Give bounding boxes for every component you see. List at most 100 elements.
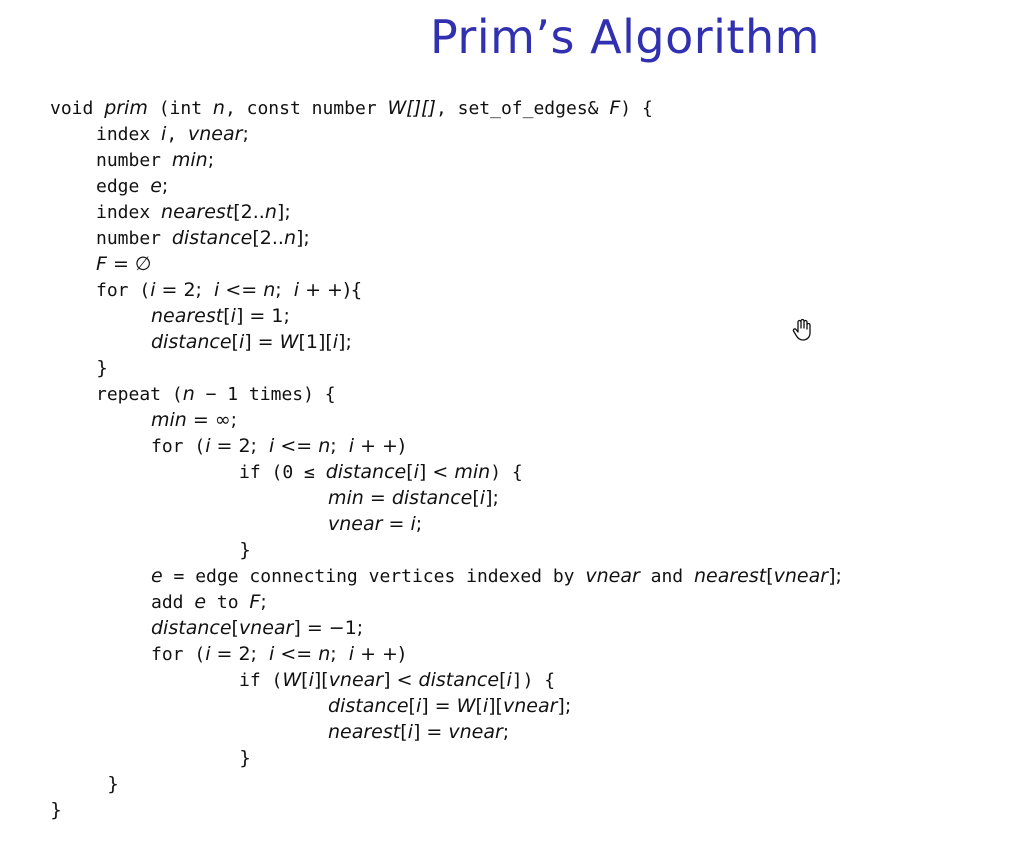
code-line-8: for (i = 2; i <= n; i + +){ (96, 277, 362, 303)
code-token: ; (330, 435, 349, 457)
code-token: vnear (188, 123, 243, 145)
code-token: ; (260, 591, 267, 613)
code-token: } (239, 539, 252, 561)
code-line-2: index i, vnear; (96, 121, 249, 147)
code-token: − 1 times) { (194, 384, 336, 405)
code-token: ]; (276, 201, 291, 223)
code-token: distance (391, 487, 473, 509)
code-token: F (609, 97, 621, 119)
code-token: distance (418, 669, 500, 691)
code-token: number (96, 150, 172, 171)
code-token: F (96, 253, 107, 275)
code-token: [ (301, 669, 309, 691)
code-token: i (214, 279, 220, 301)
code-token: min (328, 487, 364, 509)
code-token: + +) (354, 435, 406, 457)
code-token: i (205, 643, 211, 665)
code-token: i (407, 721, 413, 743)
code-token: vnear (448, 721, 503, 743)
code-token: ; (415, 513, 423, 535)
code-token: [2.. (233, 201, 265, 223)
code-token: nearest (151, 305, 224, 327)
code-token: to (206, 592, 250, 613)
code-token: F (249, 591, 261, 613)
code-token: i (205, 435, 211, 457)
code-token: vnear (328, 513, 383, 535)
code-token: ] < (383, 669, 419, 691)
code-token: for ( (96, 280, 151, 301)
code-token: [ (400, 721, 408, 743)
code-token: ][ (488, 695, 503, 717)
code-token: ]; (296, 227, 310, 249)
code-token: n (318, 435, 331, 457)
code-token: i (161, 123, 167, 145)
code-token: ]; (338, 331, 352, 353)
code-token: , const number (224, 98, 388, 119)
code-token: i (482, 695, 489, 717)
code-token: ] = (421, 695, 457, 717)
code-token: i (332, 331, 339, 353)
code-token: index (96, 124, 162, 145)
code-token: void (50, 98, 105, 119)
code-token: ] = −1; (293, 617, 364, 639)
code-token: nearest (328, 721, 401, 743)
code-token: n (182, 383, 195, 405)
code-token: n (264, 201, 277, 223)
code-token: number (96, 228, 172, 249)
code-token: [1][ (298, 331, 333, 353)
code-line-5: index nearest[2..n]; (96, 199, 291, 225)
code-line-22: for (i = 2; i <= n; i + +) (151, 641, 405, 667)
code-token: ]; (828, 565, 842, 587)
code-token: [2.. (252, 227, 284, 249)
code-line-23: if (W[i][vnear] < distance[i]) { (239, 667, 555, 693)
code-line-17: vnear = i; (328, 511, 422, 537)
code-token: ; (161, 175, 169, 197)
code-token: + +){ (299, 279, 363, 301)
code-token: W (282, 669, 302, 691)
code-token: = ∞; (186, 409, 238, 431)
code-token: [ (223, 305, 231, 327)
code-token: ]) { (511, 670, 556, 691)
code-token: i (293, 279, 300, 301)
code-token: vnear (238, 617, 294, 639)
code-line-24: distance[i] = W[i][vnear]; (328, 693, 571, 719)
code-line-14: for (i = 2; i <= n; i + +) (151, 433, 405, 459)
code-token: nearest (693, 565, 767, 587)
code-line-19: e = edge connecting vertices indexed by … (151, 563, 842, 589)
code-token: distance (325, 461, 407, 483)
code-token: i (238, 331, 245, 353)
code-token: , (166, 124, 188, 145)
code-token: [ (499, 669, 507, 691)
code-token: min (454, 461, 491, 483)
code-token: i (348, 643, 355, 665)
code-token: } (239, 747, 252, 769)
code-token: ; (330, 643, 349, 665)
code-token: (int (147, 98, 213, 119)
code-token: ; (502, 721, 510, 743)
code-token: ] = (244, 331, 280, 353)
code-token: i (415, 695, 422, 717)
code-token: and (639, 566, 694, 587)
code-token: ] < (418, 461, 455, 483)
code-token: i (308, 669, 314, 691)
code-token: } (96, 357, 109, 379)
code-token: if (0 ≤ (239, 462, 326, 483)
code-token: ) { (490, 462, 523, 483)
code-token: n (283, 227, 297, 249)
code-token: i (413, 461, 419, 483)
code-token: vnear (585, 565, 640, 587)
code-token: ; (242, 123, 249, 145)
code-line-25: nearest[i] = vnear; (328, 719, 509, 745)
code-token: e (194, 591, 207, 613)
code-token: = 2; (155, 279, 215, 301)
code-token: i (479, 487, 486, 509)
code-token: e (151, 565, 163, 587)
slide-title: Prim’s Algorithm (430, 10, 820, 64)
code-token: edge (96, 176, 151, 197)
code-token: n (318, 643, 331, 665)
code-token: <= (274, 435, 319, 457)
code-token: ][ (313, 669, 329, 691)
code-token: W (279, 331, 299, 353)
code-token: index (96, 202, 162, 223)
code-token: = 2; (210, 643, 270, 665)
